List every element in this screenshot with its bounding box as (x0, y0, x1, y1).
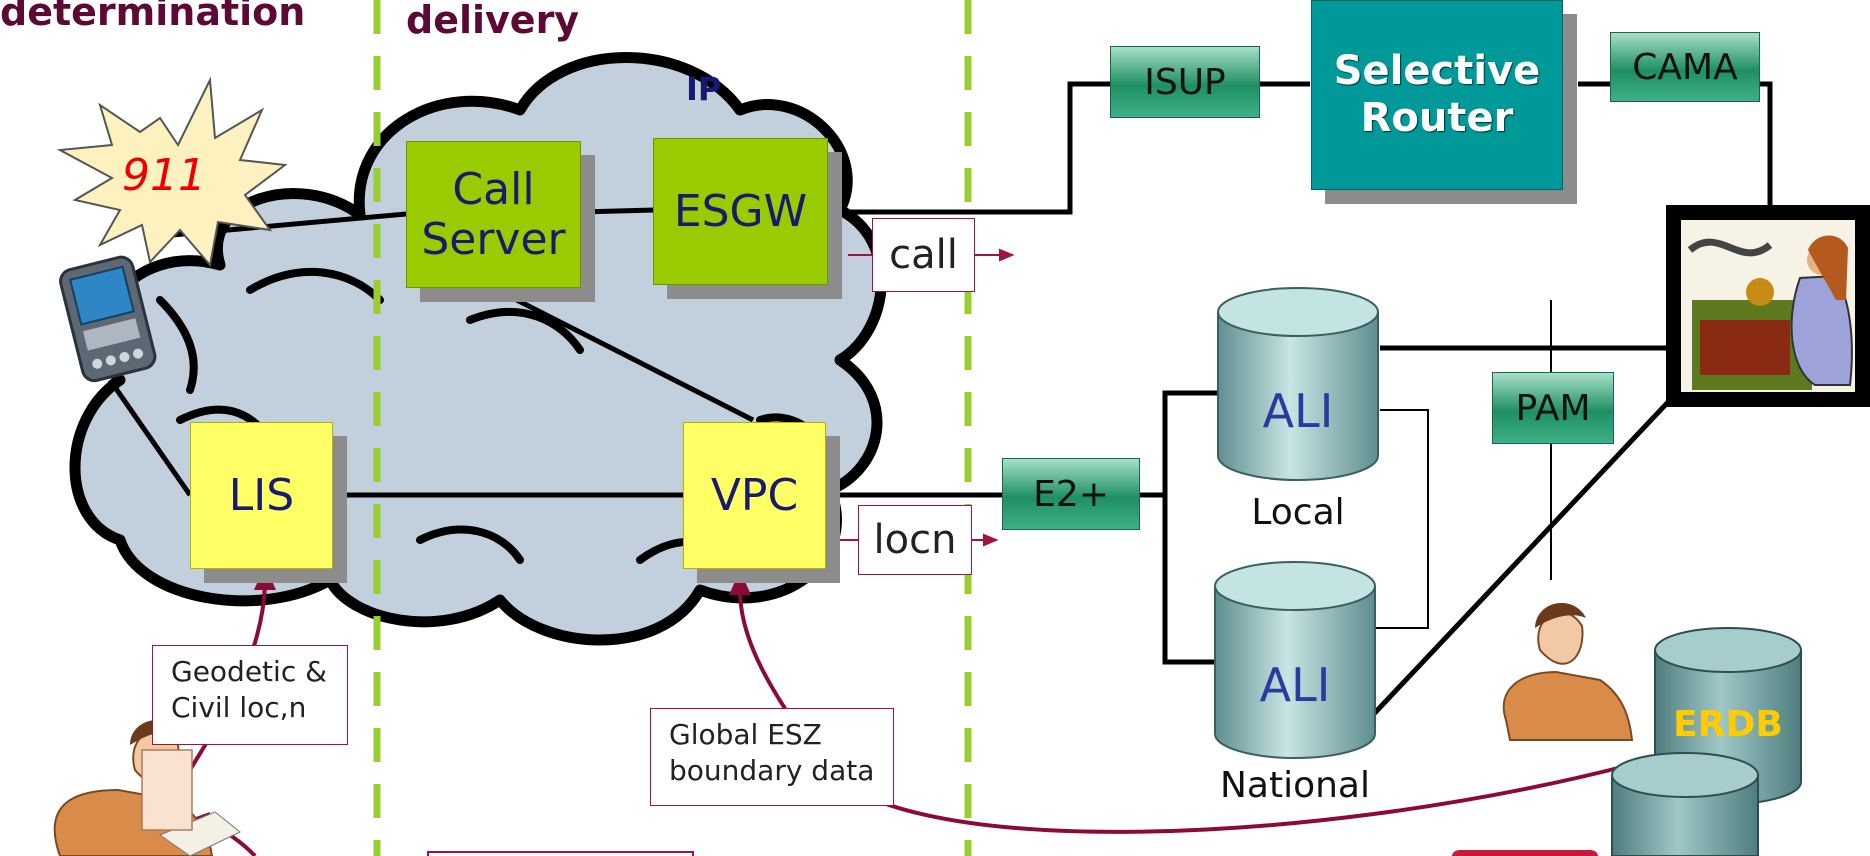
heading-delivery: delivery (406, 0, 580, 42)
esgw-node: ESGW (653, 138, 828, 285)
selective-router-node: Selective Router (1311, 0, 1563, 190)
locn-tag: locn (858, 505, 972, 575)
vpc-node: VPC (683, 422, 826, 569)
ali-local-caption: Local (1251, 492, 1345, 533)
ali-local-label: ALI (1262, 384, 1334, 438)
pam-protocol-label: PAM (1492, 372, 1614, 444)
database-icon-ali-national (1214, 561, 1376, 759)
pda-phone-icon (59, 255, 157, 383)
partial-note-box (427, 851, 694, 856)
global-esz-note: Global ESZ boundary data (650, 708, 894, 806)
emergency-badge-body (1452, 850, 1598, 856)
isup-protocol-label: ISUP (1110, 46, 1260, 118)
connector-lines (107, 81, 1773, 720)
ali-national-caption: National (1219, 765, 1370, 806)
ip-cloud-label: IP (686, 70, 722, 108)
geodetic-note: Geodetic & Civil loc,n (152, 645, 348, 745)
database-icon-ali-local (1217, 287, 1379, 481)
office-worker-icon-right (1502, 603, 1634, 741)
lis-node: LIS (190, 422, 333, 569)
call-tag: call (872, 218, 975, 292)
starburst-icon (56, 76, 288, 268)
tag-arrows (836, 248, 1015, 547)
erdb-label: ERDB (1673, 704, 1783, 745)
cama-protocol-label: CAMA (1610, 32, 1760, 102)
call-server-node: Call Server (406, 141, 581, 288)
psap-operator-icon (1666, 205, 1870, 407)
heading-determination: determination (0, 0, 306, 34)
emergency-number-text: 911 (122, 150, 206, 201)
database-icon-second (1611, 752, 1759, 856)
e2plus-protocol-label: E2+ (1002, 458, 1140, 530)
ali-national-label: ALI (1259, 658, 1331, 712)
